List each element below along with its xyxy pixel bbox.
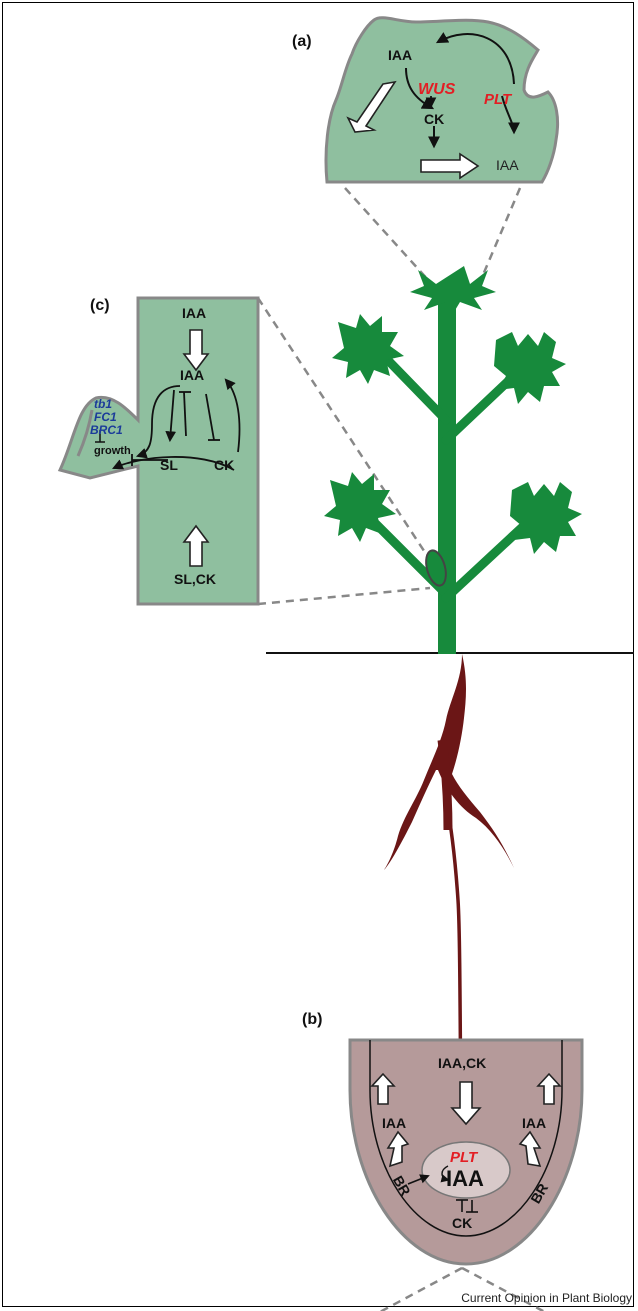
ck-label-b: CK xyxy=(452,1215,472,1231)
iaa-left-label: IAA xyxy=(382,1115,406,1131)
panel-a-shoot-apex: (a) IAA WUS PLT CK IAA xyxy=(292,18,558,182)
sl-label: SL xyxy=(160,457,178,473)
panel-b-root-tip: (b) IAA,CK IAA IAA PLT IAA CK BR BR xyxy=(302,1011,582,1264)
fc1-gene-label: FC1 xyxy=(94,410,117,424)
ck-label-c: CK xyxy=(214,457,234,473)
growth-label: growth xyxy=(94,445,131,457)
plt-gene-label: PLT xyxy=(484,91,513,108)
tb1-gene-label: tb1 xyxy=(94,397,112,411)
iaa-center-label: IAA xyxy=(446,1166,484,1191)
iaa-right-label: IAA xyxy=(522,1115,546,1131)
bud-tissue xyxy=(60,298,258,604)
iaa-top-label: IAA xyxy=(182,305,206,321)
panel-a-label: (a) xyxy=(292,33,312,50)
iaa-ck-label: IAA,CK xyxy=(438,1055,486,1071)
shoot-apex-tissue xyxy=(326,18,558,182)
ck-label: CK xyxy=(424,111,444,127)
journal-credit: Current Opinion in Plant Biology xyxy=(461,1291,632,1305)
brc1-gene-label: BRC1 xyxy=(90,423,123,437)
sl-ck-label: SL,CK xyxy=(174,571,216,587)
iaa-label-bottom: IAA xyxy=(496,157,519,173)
plt-gene-label-b: PLT xyxy=(450,1149,479,1166)
panel-b-label: (b) xyxy=(302,1011,322,1028)
panel-c-label: (c) xyxy=(90,297,110,314)
iaa-mid-label: IAA xyxy=(180,367,204,383)
iaa-label: IAA xyxy=(388,47,412,63)
panel-c-axillary-bud: (c) IAA IAA SL CK SL,CK growth tb1 FC1 B… xyxy=(60,297,258,604)
wus-gene-label: WUS xyxy=(418,81,456,98)
